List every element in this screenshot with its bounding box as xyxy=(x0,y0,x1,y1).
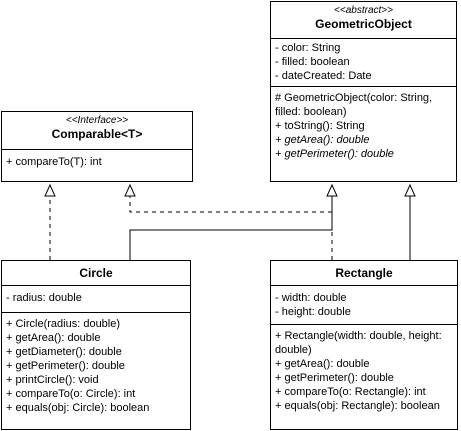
class-geometricobject: <<abstract>> GeometricObject - color: St… xyxy=(270,1,457,182)
interface-comparable: <<Interface>> Comparable<T> + compareTo(… xyxy=(1,111,193,182)
class-circle: Circle - radius: double + Circle(radius:… xyxy=(1,260,191,430)
stereotype-label: <<Interface>> xyxy=(65,115,129,126)
geometricobject-inheritance-arrowhead-left xyxy=(326,183,338,197)
methods-section: + Circle(radius: double) + getArea(): do… xyxy=(2,313,190,418)
geometricobject-inheritance-arrowhead-right xyxy=(404,183,416,197)
class-name: Rectangle xyxy=(335,266,393,280)
comparable-realization-arrowhead-right xyxy=(124,183,136,197)
method-row: + printCircle(): void xyxy=(6,374,99,386)
interface-comparable-header: <<Interface>> Comparable<T> xyxy=(2,112,192,150)
class-rectangle-header: Rectangle xyxy=(271,261,457,286)
attribute-row: - height: double xyxy=(275,306,351,318)
stereotype-label: <<abstract>> xyxy=(334,5,393,16)
abstract-method-row: + getArea(): double xyxy=(275,134,370,146)
comparable-realization-arrowhead-left xyxy=(44,183,56,197)
attribute-row: - filled: boolean xyxy=(275,56,350,68)
method-row: + compareTo(T): int xyxy=(6,156,102,168)
attribute-row: - width: double xyxy=(275,292,347,304)
method-row: + getDiameter(): double xyxy=(6,346,122,358)
attributes-section: - radius: double xyxy=(2,286,190,313)
methods-section: + Rectangle(width: double, height: doubl… xyxy=(271,325,457,416)
attributes-section: - color: String - filled: boolean - date… xyxy=(271,39,456,87)
method-row: + toString(): String xyxy=(275,120,365,132)
attribute-row: - radius: double xyxy=(6,292,82,304)
method-row: + compareTo(o: Rectangle): int xyxy=(275,386,426,398)
method-row: + Circle(radius: double) xyxy=(6,318,121,330)
class-rectangle: Rectangle - width: double - height: doub… xyxy=(270,260,458,430)
method-row: + Rectangle(width: double, height: doubl… xyxy=(275,330,442,356)
class-name: GeometricObject xyxy=(315,17,412,31)
method-row: + equals(obj: Rectangle): boolean xyxy=(275,400,440,412)
class-geometricobject-header: <<abstract>> GeometricObject xyxy=(271,2,456,39)
method-row: # GeometricObject(color: String, filled:… xyxy=(275,92,433,118)
class-name: Circle xyxy=(79,266,113,280)
method-row: + getArea(): double xyxy=(275,358,370,370)
abstract-method-row: + getPerimeter(): double xyxy=(275,148,394,160)
methods-section: # GeometricObject(color: String, filled:… xyxy=(271,87,456,164)
method-row: + getPerimeter(): double xyxy=(275,372,394,384)
attributes-section: - width: double - height: double xyxy=(271,286,457,325)
method-row: + compareTo(o: Circle): int xyxy=(6,388,136,400)
methods-section: + compareTo(T): int xyxy=(2,150,192,172)
attribute-row: - color: String xyxy=(275,42,341,54)
rectangle-to-comparable-realization-line xyxy=(129,196,333,260)
method-row: + equals(obj: Circle): boolean xyxy=(6,402,150,414)
method-row: + getArea(): double xyxy=(6,332,101,344)
attribute-row: - dateCreated: Date xyxy=(275,70,372,82)
class-circle-header: Circle xyxy=(2,261,190,286)
circle-to-geometricobject-inheritance-line xyxy=(129,196,333,260)
method-row: + getPerimeter(): double xyxy=(6,360,125,372)
class-name: Comparable<T> xyxy=(51,127,143,141)
